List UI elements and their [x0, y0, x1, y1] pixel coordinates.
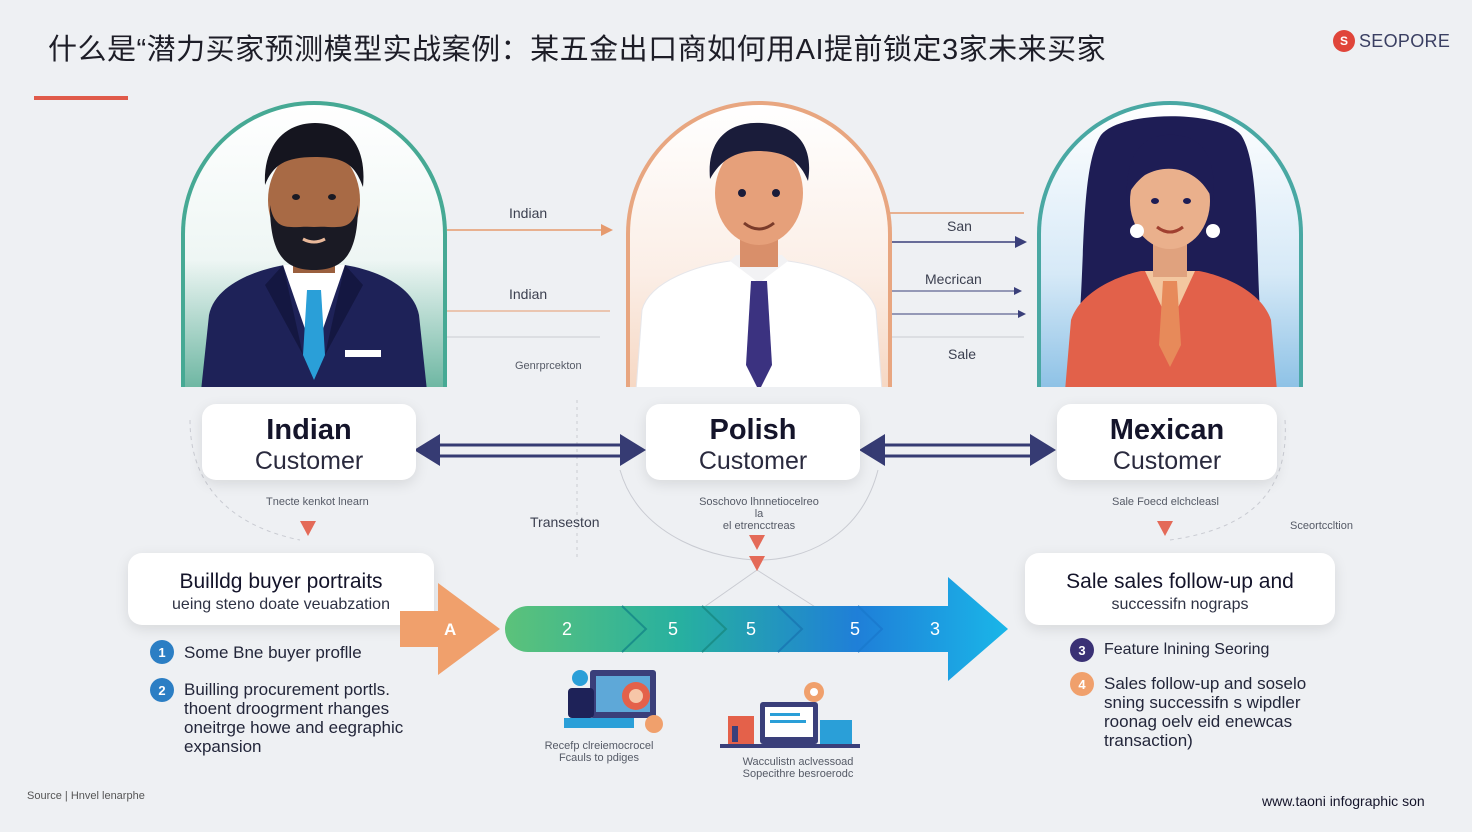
footer-source: Source | Hnvel lenarphe — [27, 790, 145, 802]
number-badge: 1 — [150, 640, 174, 664]
progress-bar — [505, 577, 1008, 681]
number-badge: 4 — [1070, 672, 1094, 696]
progress-segment: 3 — [930, 619, 940, 639]
step-card-sales-follow-up[interactable]: Sale sales follow-up and successifn nogr… — [1025, 553, 1335, 625]
flow-label-transition: Transeston — [530, 514, 600, 530]
list-item: 2 Builling procurement portls. thoent dr… — [150, 678, 430, 756]
flow-label-right-1: San — [947, 218, 972, 234]
start-arrow — [400, 583, 500, 675]
customer-name: Indian — [266, 414, 352, 446]
flow-label-far-right: Sceortccltion — [1290, 520, 1353, 532]
brand-logo[interactable]: S SEOPORE — [1333, 30, 1450, 52]
page-title: 什么是“潜力买家预测模型实战案例：某五金出口商如何用AI提前锁定3家未来买家 — [48, 34, 1107, 66]
analytics-desk-icon — [720, 682, 860, 748]
step-card-buyer-portraits[interactable]: Builldg buyer portraits ueing steno doat… — [128, 553, 434, 625]
logo-text: SEOPORE — [1359, 30, 1451, 51]
list-item-text: Builling procurement portls. thoent droo… — [184, 680, 404, 756]
progress-segment: 5 — [746, 619, 756, 639]
customer-caption-polish: Soschovo lhnnetiocelreo la el etrencctre… — [699, 496, 819, 532]
list-item: 3 Feature lnining Seoring — [1070, 638, 1360, 662]
portrait-indian-customer — [181, 101, 447, 387]
title-underline — [34, 96, 128, 100]
customer-role: Customer — [254, 447, 364, 475]
footer-url[interactable]: www.taoni infographic son — [1262, 793, 1425, 809]
number-badge: 2 — [150, 678, 174, 702]
right-feature-list: 3 Feature lnining Seoring 4 Sales follow… — [1070, 638, 1360, 750]
customer-card-indian[interactable]: Indian Customer — [202, 404, 416, 480]
presentation-icon — [564, 670, 663, 733]
customer-caption-indian: Tnecte kenkot lnearn — [266, 496, 369, 508]
progress-segment: 2 — [562, 619, 572, 639]
woman-illustration — [1065, 116, 1277, 387]
step-subtitle: successifn nograps — [1111, 596, 1249, 613]
flow-label-left-top: Indian — [509, 205, 548, 221]
progress-segment: 5 — [668, 619, 678, 639]
customer-role: Customer — [1112, 447, 1222, 475]
portrait-mexican-customer — [1037, 101, 1303, 387]
progress-flow-arrow: A 2 5 5 5 3 — [400, 577, 1008, 681]
bearded-man-illustration — [201, 123, 427, 387]
customer-card-mexican[interactable]: Mexican Customer — [1057, 404, 1277, 480]
logo-icon: S — [1333, 30, 1355, 52]
left-feature-list: 1 Some Bne buyer proflle 2 Builling proc… — [150, 640, 430, 756]
progress-segment: 5 — [850, 619, 860, 639]
flow-label-left-low: Genrprcekton — [515, 360, 582, 372]
step-title: Builldg buyer portraits — [179, 570, 383, 593]
flow-label-right-2: Mecrican — [925, 271, 982, 287]
list-item-text: Some Bne buyer proflle — [184, 643, 362, 662]
progress-start-label: A — [444, 620, 456, 639]
number-badge: 3 — [1070, 638, 1094, 662]
customer-role: Customer — [698, 447, 808, 475]
step-subtitle: ueing steno doate veuabzation — [172, 596, 390, 613]
flow-label-left-mid: Indian — [509, 286, 548, 302]
icon-caption-right: Wacculistn aclvessoad Sopecithre besroer… — [742, 756, 854, 780]
icon-caption-left: Recefp clreiemocrocel Fcauls to pdiges — [544, 740, 654, 764]
customer-name: Mexican — [1109, 414, 1225, 446]
smiling-man-illustration — [635, 122, 883, 387]
flow-label-right-3: Sale — [948, 346, 977, 362]
list-item-text: Feature lnining Seoring — [1104, 641, 1270, 658]
list-item: 1 Some Bne buyer proflle — [150, 640, 430, 664]
step-title: Sale sales follow-up and — [1066, 570, 1294, 593]
portrait-polish-customer — [626, 101, 892, 387]
list-item: 4 Sales follow-up and soselo sning succe… — [1070, 672, 1360, 750]
customer-caption-mexican: Sale Foecd elchcleasl — [1112, 496, 1220, 508]
list-item-text: Sales follow-up and soselo sning success… — [1104, 674, 1307, 750]
customer-name: Polish — [709, 414, 797, 446]
customer-card-polish[interactable]: Polish Customer — [646, 404, 860, 480]
